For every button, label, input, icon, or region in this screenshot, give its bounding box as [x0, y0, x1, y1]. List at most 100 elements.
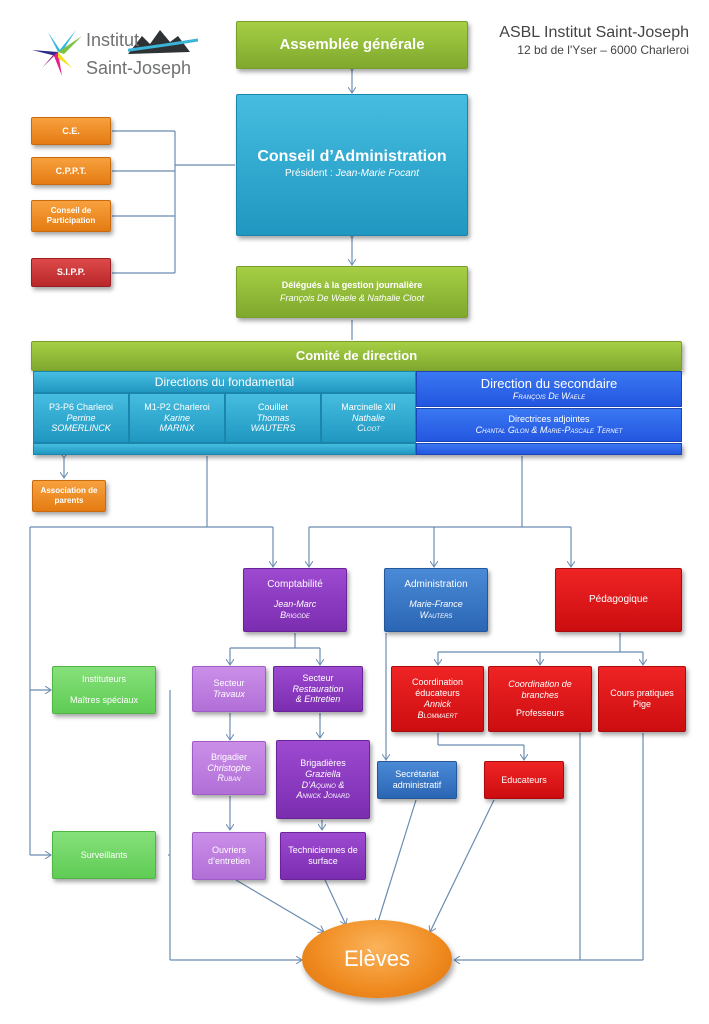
logo-text-line1: Institut	[86, 30, 140, 50]
parents-label: Association de parents	[40, 486, 98, 505]
fondamental-title: Directions du fondamental	[154, 374, 295, 389]
fondamental-header[interactable]: Directions du fondamental	[33, 371, 416, 393]
mountains-icon	[128, 30, 198, 54]
brigadieres-line2: Graziella	[305, 768, 341, 779]
org-header: ASBL Institut Saint-Joseph 12 bd de l'Ys…	[499, 24, 689, 57]
comptabilite-first: Jean-Marc	[273, 599, 317, 610]
administration-first: Marie-France	[409, 599, 463, 610]
secondaire-director: François De Waele	[512, 391, 586, 402]
delegues-title: Délégués à la gestion journalière	[281, 280, 423, 291]
secteur-travaux-line2: Travaux	[213, 689, 245, 699]
brigadieres-box[interactable]: Brigadières Graziella D’Aquino & Annick …	[276, 740, 370, 819]
comite-direction-box[interactable]: Comité de direction	[31, 341, 682, 371]
school-p3p6[interactable]: P3-P6 Charleroi Perrine SOMERLINCK	[33, 393, 129, 443]
adjointes-names: Chantal Gilon & Marie-Pascale Ternet	[475, 425, 623, 435]
star-logo-icon	[32, 30, 82, 76]
secteur-restauration-box[interactable]: Secteur Restauration & Entretien	[273, 666, 363, 712]
coord-educ-line3: Annick	[423, 699, 451, 709]
side-body-conseil-participation[interactable]: Conseil de Participation	[31, 200, 111, 232]
logo: Institut Saint-Joseph	[28, 22, 198, 84]
school-director-last: MARINX	[159, 423, 195, 434]
comptabilite-title: Comptabilité	[267, 579, 323, 591]
secteur-restauration-line1: Secteur	[302, 672, 334, 683]
secteur-travaux-line1: Secteur	[213, 678, 245, 689]
ouvriers-box[interactable]: Ouvriers d’entretien	[192, 832, 266, 880]
techniciennes-label: Techniciennes de surface	[288, 845, 358, 866]
cours-pratiques-box[interactable]: Cours pratiques Pige	[598, 666, 686, 732]
coord-branches-line1: Coordination de branches	[508, 678, 572, 700]
logo-text-line2: Saint-Joseph	[86, 58, 192, 78]
school-director-first: Nathalie	[351, 412, 386, 423]
delegues-box[interactable]: Délégués à la gestion journalière Franço…	[236, 266, 468, 318]
side-body-label: C.P.P.T.	[55, 165, 87, 176]
cours-pratiques-label: Cours pratiques Pige	[610, 688, 674, 709]
brigadieres-line3: D’Aquino &	[301, 779, 345, 790]
school-marcinelle[interactable]: Marcinelle XII Nathalie Cloot	[321, 393, 416, 443]
surveillants-box[interactable]: Surveillants	[52, 831, 156, 879]
secondaire-title: Direction du secondaire	[480, 375, 618, 391]
school-site: P3-P6 Charleroi	[48, 401, 114, 412]
conseil-president: Président : Jean-Marie Focant	[285, 168, 419, 180]
brigadier-line3: Ruban	[217, 773, 241, 784]
eleves-label: Elèves	[343, 946, 411, 971]
administration-box[interactable]: Administration Marie-France Wauters	[384, 568, 488, 632]
secondaire-footer	[416, 443, 682, 455]
educateurs-label: Educateurs	[501, 774, 547, 785]
school-director-last: SOMERLINCK	[51, 423, 111, 434]
coord-educateurs-box[interactable]: Coordination éducateurs Annick Blommaert	[391, 666, 484, 732]
fondamental-footer	[33, 443, 416, 455]
school-site: Couillet	[257, 401, 288, 412]
side-body-ce[interactable]: C.E.	[31, 117, 111, 145]
side-body-label: S.I.P.P.	[56, 267, 86, 278]
pedagogique-title: Pédagogique	[589, 594, 648, 605]
school-site: M1-P2 Charleroi	[144, 401, 210, 412]
brigadier-box[interactable]: Brigadier Christophe Ruban	[192, 741, 266, 795]
school-couillet[interactable]: Couillet Thomas WAUTERS	[225, 393, 321, 443]
assemblee-generale-box[interactable]: Assemblée générale	[236, 21, 468, 69]
side-body-cppt[interactable]: C.P.P.T.	[31, 157, 111, 185]
comptabilite-box[interactable]: Comptabilité Jean-Marc Brigode	[243, 568, 347, 632]
secteur-travaux-box[interactable]: Secteur Travaux	[192, 666, 266, 712]
side-body-sipp[interactable]: S.I.P.P.	[31, 258, 111, 287]
eleves-ellipse[interactable]: Elèves	[302, 920, 452, 998]
school-director-first: Perrine	[66, 412, 96, 423]
brigadier-line2: Christophe	[207, 762, 251, 773]
school-m1p2[interactable]: M1-P2 Charleroi Karine MARINX	[129, 393, 225, 443]
administration-last: Wauters	[419, 610, 453, 620]
school-director-first: Thomas	[256, 412, 290, 423]
org-name: ASBL Institut Saint-Joseph	[499, 24, 689, 41]
educateurs-box[interactable]: Educateurs	[484, 761, 564, 799]
comite-title: Comité de direction	[295, 348, 418, 364]
conseil-title: Conseil d’Administration	[257, 148, 447, 165]
coord-educ-line4: Blommaert	[417, 709, 458, 720]
secretariat-box[interactable]: Secrétariat administratif	[377, 761, 457, 799]
instituteurs-line2: Maîtres spéciaux	[69, 695, 139, 705]
techniciennes-box[interactable]: Techniciennes de surface	[280, 832, 366, 880]
org-address: 12 bd de l'Yser – 6000 Charleroi	[517, 43, 689, 57]
surveillants-label: Surveillants	[80, 849, 128, 860]
delegues-names: François De Waele & Nathalie Cloot	[280, 293, 424, 303]
pedagogique-box[interactable]: Pédagogique	[555, 568, 682, 632]
administration-title: Administration	[404, 579, 468, 591]
comptabilite-last: Brigode	[280, 610, 310, 620]
conseil-administration-box[interactable]: Conseil d’Administration Président : Jea…	[236, 94, 468, 236]
association-parents-box[interactable]: Association de parents	[32, 480, 106, 512]
secretariat-label: Secrétariat administratif	[392, 769, 442, 790]
ouvriers-label: Ouvriers d’entretien	[207, 845, 251, 866]
side-body-label: Conseil de Participation	[46, 206, 96, 225]
instituteurs-box[interactable]: Instituteurs Maîtres spéciaux	[52, 666, 156, 714]
instituteurs-line1: Instituteurs	[81, 674, 127, 685]
president-label: Président :	[285, 168, 333, 180]
secondaire-header[interactable]: Direction du secondaire François De Wael…	[416, 371, 682, 407]
brigadieres-line1: Brigadières	[300, 757, 346, 768]
coord-branches-box[interactable]: Coordination de branches Professeurs	[488, 666, 592, 732]
school-director-first: Karine	[163, 412, 190, 423]
brigadieres-line4: Annick Jonard	[296, 790, 350, 801]
secteur-restauration-line3: & Entretien	[295, 694, 341, 705]
side-body-label: C.E.	[62, 125, 80, 136]
school-director-last: Cloot	[357, 423, 380, 434]
adjointes-label: Directrices adjointes	[508, 414, 590, 425]
brigadier-line1: Brigadier	[210, 751, 248, 762]
secondaire-adjointes[interactable]: Directrices adjointes Chantal Gilon & Ma…	[416, 408, 682, 442]
school-site: Marcinelle XII	[341, 401, 396, 412]
